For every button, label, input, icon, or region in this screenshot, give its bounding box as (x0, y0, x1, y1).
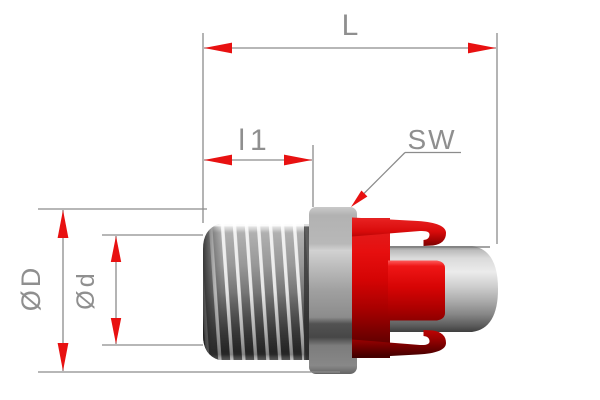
male-thread (203, 224, 311, 360)
collet-bottom-claw (352, 330, 446, 358)
dim-label-Od: Ød (72, 270, 100, 309)
dim-label-l1: l1 (238, 124, 271, 157)
arrow-up-icon (57, 210, 69, 238)
collet-body (352, 218, 390, 358)
arrow-left-icon (204, 154, 232, 166)
red-release-collet (352, 217, 446, 358)
arrow-right-icon (468, 42, 496, 54)
fitting-illustration (203, 207, 498, 374)
hex-nut (309, 207, 357, 374)
arrow-left-icon (204, 42, 232, 54)
arrow-down-icon (57, 343, 69, 371)
dimension-wrench-size: SW (351, 124, 461, 207)
thread-hex-shadow (304, 224, 311, 360)
dimension-thread-length: l1 (204, 124, 314, 207)
collet-middle-block (388, 260, 445, 321)
dim-label-SW: SW (407, 124, 456, 155)
dimension-total-length: L (202, 9, 498, 244)
arrow-down-icon (110, 318, 122, 344)
dimension-annotations: L l1 SW ØD (16, 9, 498, 373)
arrow-right-icon (284, 154, 312, 166)
dimension-outer-diameter: ØD (16, 208, 340, 373)
leader-arrow-icon (351, 190, 368, 207)
dimension-thread-diameter: Ød (72, 234, 203, 346)
arrow-up-icon (110, 236, 122, 262)
collet-top-claw (352, 217, 446, 246)
dim-label-OD: ØD (16, 265, 46, 312)
dim-label-L: L (342, 9, 359, 42)
thread-chamfer (203, 224, 222, 360)
